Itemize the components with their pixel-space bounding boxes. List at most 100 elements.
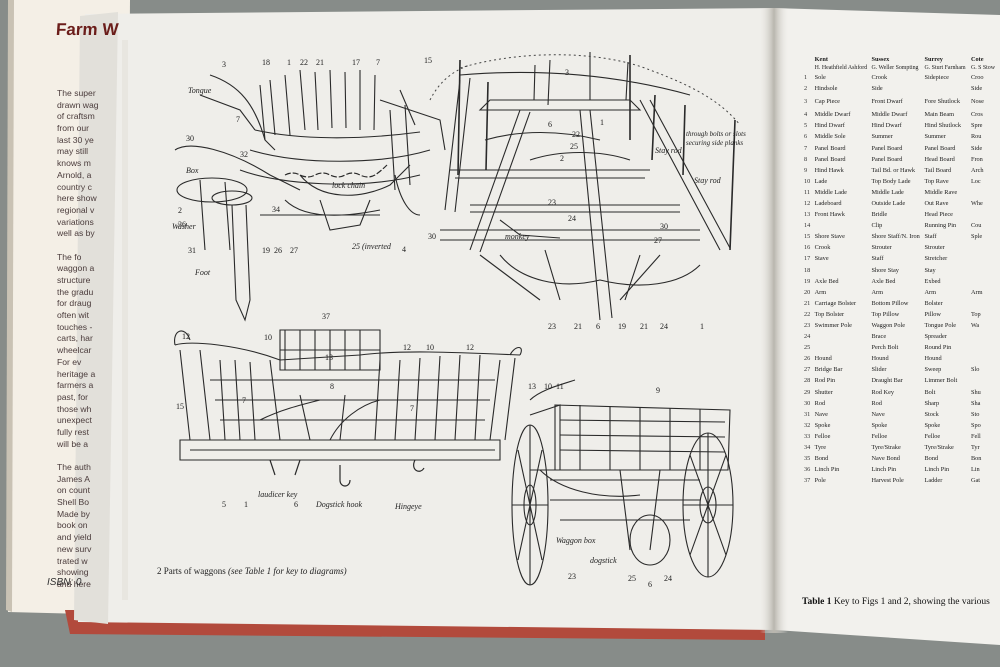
part-number-label: 32 (240, 150, 248, 159)
cover-blurb-line: new surv (57, 543, 92, 554)
term-cell (969, 375, 1000, 386)
header-kent: Kent (814, 56, 828, 63)
row-number: 37 (804, 477, 811, 485)
cover-blurb-line: unexpect (57, 415, 92, 426)
cover-blurb-line: The super (57, 88, 96, 98)
part-number-label: 21 (640, 322, 648, 331)
row-number: 5 (804, 122, 808, 130)
label-laudicer-key: laudicer key (258, 490, 298, 499)
term-cell: Sto (970, 410, 980, 418)
part-number-label: 27 (654, 236, 662, 245)
term-cell: Shu (970, 388, 981, 396)
term-cell (969, 276, 1000, 287)
term-cell (813, 265, 870, 276)
term-cell: Waggon Pole (871, 322, 906, 330)
part-number-label: 5 (222, 500, 226, 509)
part-number-label: 13 (325, 353, 333, 362)
term-cell: Spo (970, 421, 981, 429)
term-cell: Staff (924, 233, 937, 241)
term-cell: Out Rave (924, 199, 949, 207)
cover-blurb-line: may still (57, 146, 89, 157)
term-cell: Sole (814, 74, 826, 82)
part-number-label: 27 (290, 246, 298, 255)
table-caption-label: Table 1 (802, 597, 832, 607)
label-stay-rod: Stay rod (655, 146, 682, 155)
cover-blurb-line: heritage a (57, 368, 96, 379)
part-number-label: 8 (330, 382, 334, 391)
cover-blurb-line: The auth (57, 462, 91, 472)
term-cell: Spre (970, 122, 983, 130)
term-cell: Nose (970, 98, 984, 106)
term-cell: Lin (970, 466, 980, 474)
part-number-label: 19 (262, 246, 270, 255)
term-cell: Front Hawk (814, 211, 845, 219)
part-number-label: 23 (568, 572, 576, 581)
part-number-label: 36 (178, 220, 186, 229)
term-cell: Nave (814, 410, 828, 418)
cover-blurb-line: variations (57, 216, 94, 227)
part-number-label: 6 (548, 120, 552, 129)
term-cell: Top Bolster (814, 310, 845, 318)
part-number-label: 7 (242, 396, 246, 405)
dotted-outline-2 (429, 64, 471, 101)
header-cotswold: Cote (970, 56, 984, 63)
term-cell: Fron (970, 155, 983, 163)
term-cell: Strouter (924, 244, 945, 252)
row-number: 36 (804, 466, 811, 474)
term-cell: Outside Lade (871, 199, 906, 207)
cover-blurb-line: those wh (57, 403, 92, 414)
cover-blurb-line: trated w (57, 555, 88, 566)
row-number: 8 (804, 155, 808, 163)
row-number: 33 (804, 432, 811, 440)
gutter-shadow (760, 8, 788, 633)
term-cell: Arm (970, 288, 983, 296)
term-cell: Arm (924, 288, 937, 296)
part-number-label: 26 (274, 246, 282, 255)
term-cell: Summer (871, 133, 893, 141)
term-cell: Loc (970, 177, 981, 185)
row-number: 7 (804, 144, 808, 152)
term-cell: Hound (871, 355, 889, 363)
part-number-label: 6 (648, 580, 652, 589)
term-cell (813, 331, 870, 342)
term-cell: Spoke (814, 421, 831, 429)
part-number-label: 4 (402, 245, 406, 254)
row-number: 32 (804, 421, 811, 429)
part-number-label: 1 (600, 118, 604, 127)
row-number: 30 (804, 399, 811, 407)
term-cell (969, 353, 1000, 364)
part-number-label: 10 (544, 382, 552, 391)
part-number-label: 13 (528, 382, 536, 391)
row-number: 34 (804, 444, 811, 452)
label-dogstick: dogstick (590, 556, 617, 565)
part-number-label: 10 (426, 343, 434, 352)
term-cell: Top (970, 310, 981, 318)
label-monkey: monkey (505, 232, 530, 241)
row-number: 15 (804, 233, 811, 241)
term-cell: Round Pin (924, 344, 952, 352)
part-number-label: 23 (548, 322, 556, 331)
cover-blurb-line: For ev (57, 356, 82, 367)
part-number-label: 15 (424, 56, 432, 65)
term-cell: Head Board (924, 155, 955, 163)
stay-rods (457, 55, 736, 251)
row-number: 17 (804, 255, 811, 263)
term-cell: Front Dwarf (871, 98, 903, 106)
part-number-label: 25 (570, 142, 578, 151)
cover-blurb-line: Shell Bo (57, 497, 90, 508)
table-caption: Table 1 Key to Figs 1 and 2, showing the… (802, 597, 990, 607)
